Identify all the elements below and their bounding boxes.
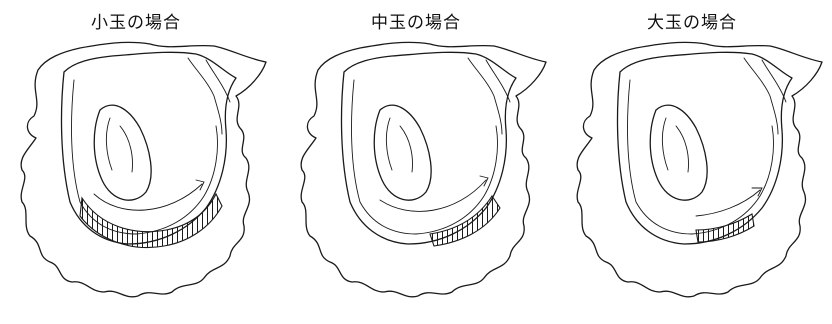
diagram-panel-large: 大玉の場合 — [556, 0, 828, 324]
oyster-body — [374, 105, 431, 200]
hatched-region — [696, 214, 754, 242]
outer-shell — [21, 42, 266, 296]
diagram-panel-small: 小玉の場合 — [0, 0, 272, 324]
oyster-diagram-small — [0, 30, 272, 324]
hatched-region — [80, 194, 222, 248]
outer-shell — [577, 42, 822, 296]
oyster-body — [94, 105, 151, 200]
hatched-region — [430, 196, 500, 246]
oyster-diagram-large — [556, 30, 828, 324]
oyster-diagram-medium — [280, 30, 552, 324]
outer-shell — [301, 42, 546, 296]
oyster-body — [650, 105, 707, 200]
diagram-panel-medium: 中玉の場合 — [280, 0, 552, 324]
